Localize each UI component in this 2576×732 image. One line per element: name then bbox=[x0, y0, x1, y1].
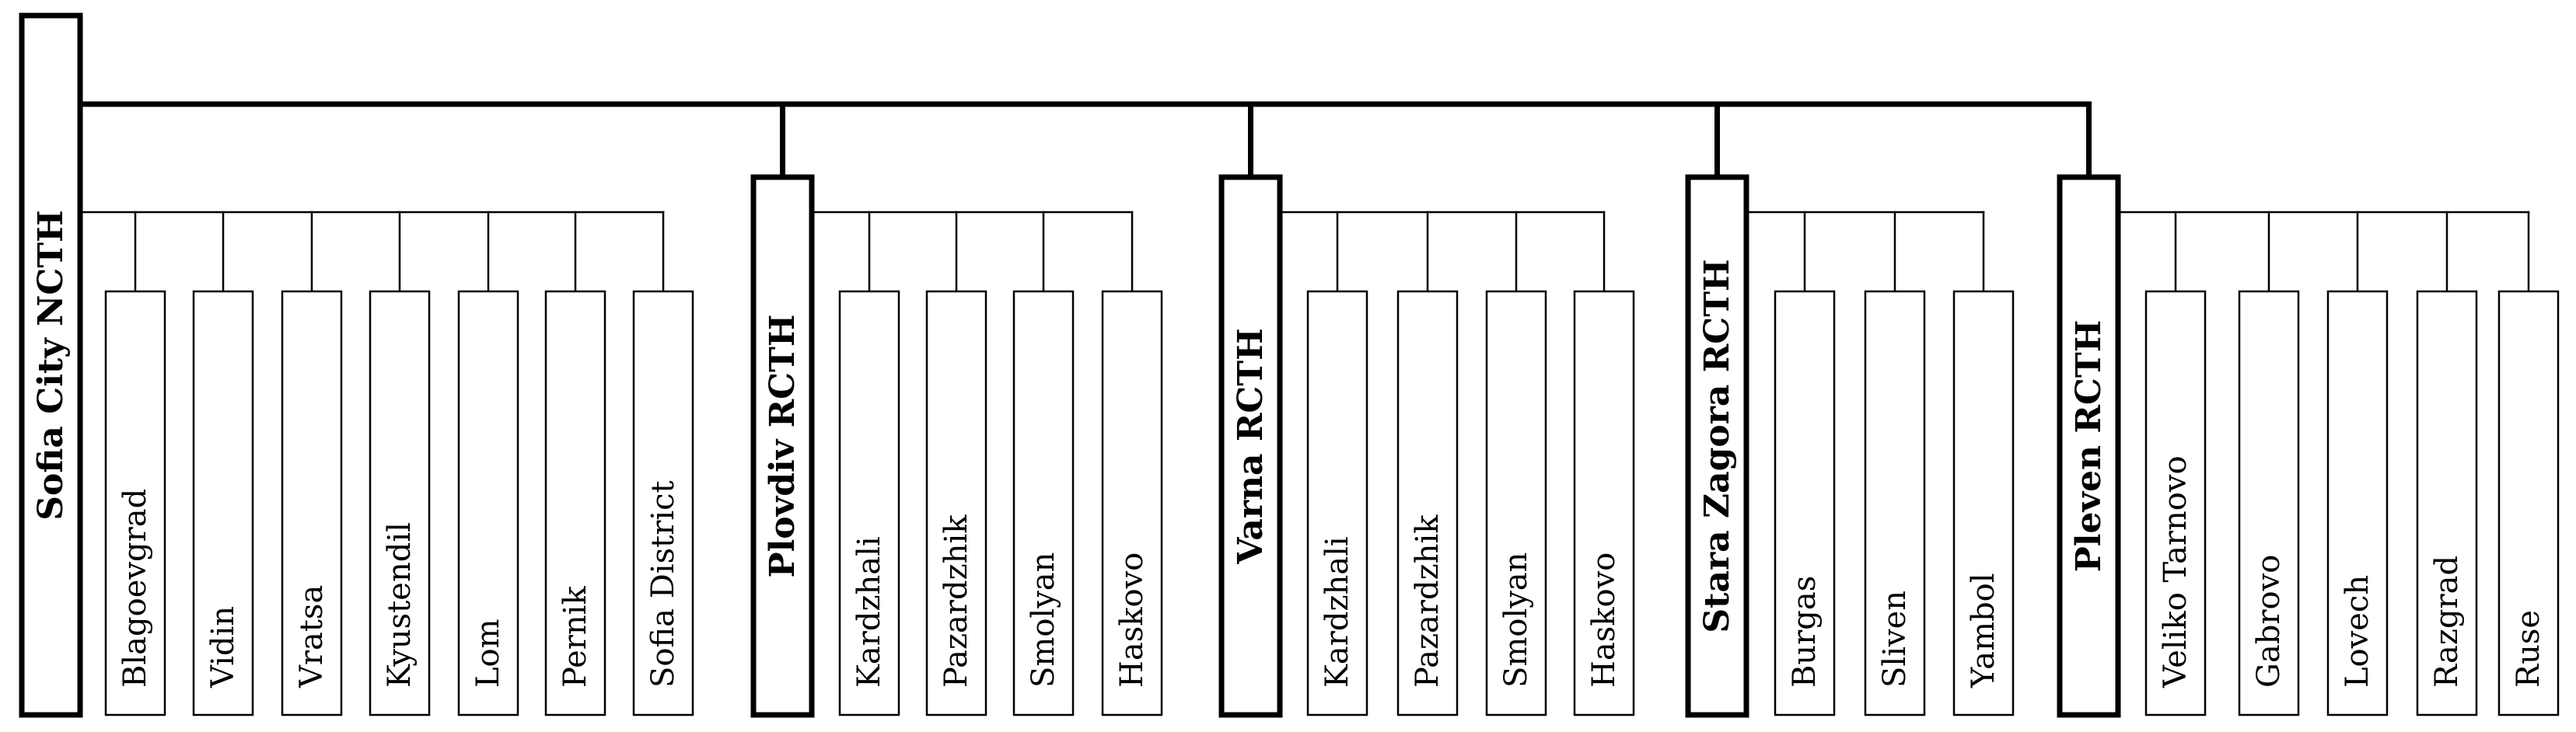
child-node-smolyan: Smolyan bbox=[1012, 290, 1075, 716]
child-node-gabrovo-label: Gabrovo bbox=[2251, 555, 2287, 688]
child-node-smolyan: Smolyan bbox=[1485, 290, 1547, 716]
child-node-pernik-label: Pernik bbox=[557, 586, 593, 688]
child-node-smolyan-label: Smolyan bbox=[1026, 552, 1061, 688]
hub-node-stara-zagora-rcth-label: Stara Zagora RCTH bbox=[1697, 259, 1737, 633]
hub-node-varna-rcth-box bbox=[1218, 174, 1283, 718]
child-node-vidin-box bbox=[192, 290, 254, 716]
child-node-lovech-box bbox=[2326, 290, 2389, 716]
child-node-sliven: Sliven bbox=[1864, 290, 1926, 716]
child-node-kardzhali-box bbox=[838, 290, 900, 716]
child-node-sliven-box bbox=[1864, 290, 1926, 716]
child-node-burgas-label: Burgas bbox=[1787, 576, 1823, 688]
child-node-pazardzhik: Pazardzhik bbox=[925, 290, 987, 716]
child-node-blagoevgrad-box bbox=[104, 290, 166, 716]
child-node-haskovo-box bbox=[1573, 290, 1635, 716]
child-node-kardzhali: Kardzhali bbox=[838, 290, 900, 716]
child-node-burgas-box bbox=[1774, 290, 1836, 716]
child-node-burgas: Burgas bbox=[1774, 290, 1836, 716]
child-node-haskovo-box bbox=[1101, 290, 1163, 716]
child-node-vratsa-box bbox=[281, 290, 343, 716]
hub-node-plovdiv-rcth-label: Plovdiv RCTH bbox=[763, 315, 802, 578]
child-node-lom-label: Lom bbox=[470, 619, 506, 688]
child-node-kardzhali-label: Kardzhali bbox=[1319, 536, 1355, 688]
root-node-sofia-city-ncth: Sofia City NCTH bbox=[19, 12, 83, 718]
child-node-sofia-district-label: Sofia District bbox=[645, 480, 681, 688]
child-node-haskovo: Haskovo bbox=[1101, 290, 1163, 716]
child-node-lovech: Lovech bbox=[2326, 290, 2389, 716]
child-node-veliko-tarnovo: Veliko Tarnovo bbox=[2144, 290, 2207, 716]
child-node-lom: Lom bbox=[457, 290, 519, 716]
child-node-pazardzhik-label: Pazardzhik bbox=[1410, 514, 1445, 688]
child-node-smolyan-box bbox=[1485, 290, 1547, 716]
child-node-blagoevgrad: Blagoevgrad bbox=[104, 290, 166, 716]
child-node-kardzhali-label: Kardzhali bbox=[851, 536, 887, 688]
child-node-pernik: Pernik bbox=[544, 290, 606, 716]
hub-node-pleven-rcth-label: Pleven RCTH bbox=[2069, 320, 2109, 573]
child-node-haskovo: Haskovo bbox=[1573, 290, 1635, 716]
child-node-sofia-district: Sofia District bbox=[632, 290, 694, 716]
child-node-gabrovo-box bbox=[2238, 290, 2300, 716]
hub-node-plovdiv-rcth-box bbox=[750, 174, 815, 718]
child-node-pazardzhik: Pazardzhik bbox=[1396, 290, 1459, 716]
child-node-vidin-label: Vidin bbox=[205, 606, 241, 688]
child-node-ruse-label: Ruse bbox=[2511, 610, 2546, 688]
child-node-sliven-label: Sliven bbox=[1877, 591, 1913, 688]
child-node-pazardzhik-label: Pazardzhik bbox=[938, 514, 974, 688]
child-node-razgrad: Razgrad bbox=[2416, 290, 2478, 716]
child-node-pernik-box bbox=[544, 290, 606, 716]
root-node-sofia-city-ncth-box bbox=[19, 12, 83, 718]
child-node-kyustendil: Kyustendil bbox=[369, 290, 431, 716]
child-node-yambol: Yambol bbox=[1952, 290, 2015, 716]
child-node-yambol-label: Yambol bbox=[1966, 573, 2001, 688]
child-node-haskovo-label: Haskovo bbox=[1114, 552, 1150, 688]
child-node-blagoevgrad-label: Blagoevgrad bbox=[117, 489, 153, 688]
child-node-sofia-district-box bbox=[632, 290, 694, 716]
child-node-lovech-label: Lovech bbox=[2340, 575, 2375, 688]
hub-node-pleven-rcth: Pleven RCTH bbox=[2057, 174, 2121, 718]
hub-node-pleven-rcth-box bbox=[2057, 174, 2121, 718]
hub-node-plovdiv-rcth: Plovdiv RCTH bbox=[750, 174, 815, 718]
child-node-gabrovo: Gabrovo bbox=[2238, 290, 2300, 716]
child-node-yambol-box bbox=[1952, 290, 2015, 716]
connector-lines bbox=[77, 101, 2530, 293]
hub-node-stara-zagora-rcth-box bbox=[1685, 174, 1749, 718]
child-node-smolyan-box bbox=[1012, 290, 1075, 716]
child-node-kardzhali: Kardzhali bbox=[1306, 290, 1368, 716]
child-node-ruse-box bbox=[2497, 290, 2560, 716]
child-node-ruse: Ruse bbox=[2497, 290, 2560, 716]
hub-node-varna-rcth: Varna RCTH bbox=[1218, 174, 1283, 718]
hub-node-stara-zagora-rcth: Stara Zagora RCTH bbox=[1685, 174, 1749, 718]
child-node-vratsa-label: Vratsa bbox=[294, 585, 330, 688]
child-node-haskovo-label: Haskovo bbox=[1586, 552, 1622, 688]
child-node-veliko-tarnovo-label: Veliko Tarnovo bbox=[2158, 455, 2193, 688]
child-node-vratsa: Vratsa bbox=[281, 290, 343, 716]
hub-node-varna-rcth-label: Varna RCTH bbox=[1231, 328, 1271, 565]
child-node-lom-box bbox=[457, 290, 519, 716]
child-node-smolyan-label: Smolyan bbox=[1498, 552, 1534, 688]
child-node-kyustendil-label: Kyustendil bbox=[382, 522, 418, 688]
child-node-pazardzhik-box bbox=[925, 290, 987, 716]
child-node-kardzhali-box bbox=[1306, 290, 1368, 716]
child-node-vidin: Vidin bbox=[192, 290, 254, 716]
child-node-kyustendil-box bbox=[369, 290, 431, 716]
child-node-veliko-tarnovo-box bbox=[2144, 290, 2207, 716]
root-node-sofia-city-ncth-label: Sofia City NCTH bbox=[31, 210, 71, 520]
child-node-pazardzhik-box bbox=[1396, 290, 1459, 716]
child-node-razgrad-label: Razgrad bbox=[2429, 556, 2465, 688]
child-node-razgrad-box bbox=[2416, 290, 2478, 716]
